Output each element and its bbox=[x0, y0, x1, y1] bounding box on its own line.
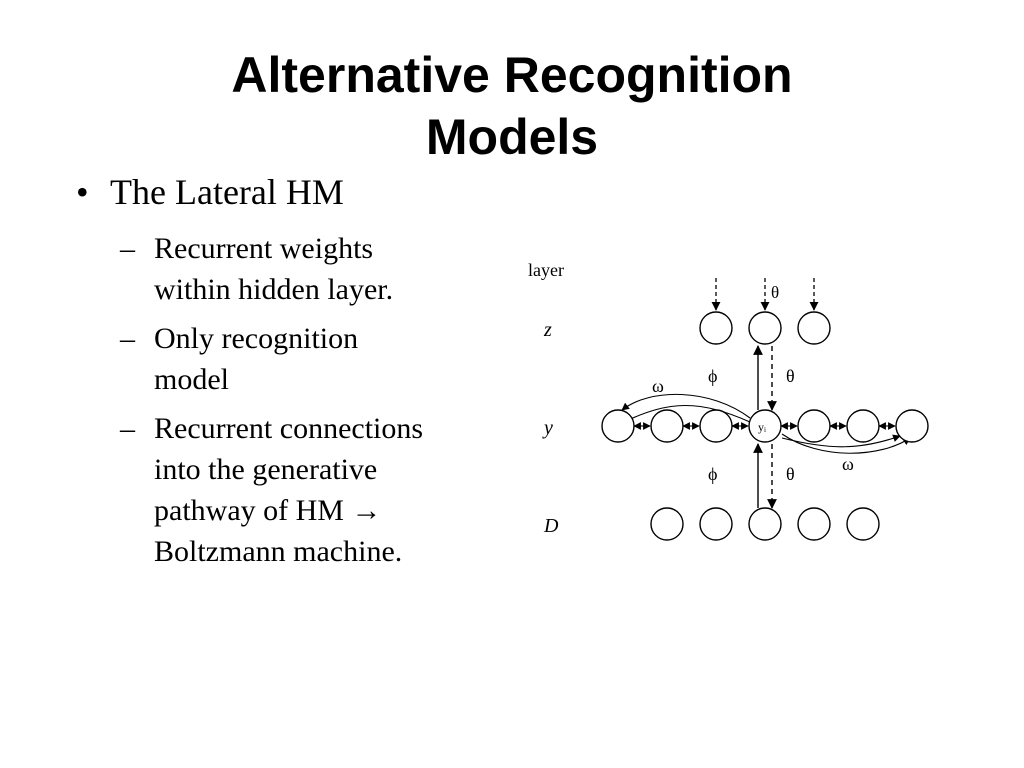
y-unit bbox=[846, 409, 880, 443]
title-line-2: Models bbox=[425, 109, 599, 165]
phi-upper-label: ϕ bbox=[708, 366, 717, 386]
main-bullet-text: The Lateral HM bbox=[110, 172, 344, 212]
z-layer-inputs bbox=[711, 278, 819, 311]
z-unit bbox=[797, 311, 831, 345]
y-unit-center bbox=[748, 409, 782, 443]
d-unit bbox=[797, 507, 831, 541]
theta-upper-label: θ bbox=[786, 366, 795, 386]
y-unit bbox=[601, 409, 635, 443]
bullet-marker: • bbox=[76, 172, 89, 212]
subbullet-2: – Only recognition model bbox=[120, 318, 500, 400]
d-unit bbox=[650, 507, 684, 541]
theta-top-label: θ bbox=[771, 283, 779, 302]
center-unit-label: yᵢ bbox=[758, 420, 766, 434]
dash-marker: – bbox=[120, 412, 135, 445]
title-line-1: Alternative Recognition bbox=[231, 47, 793, 103]
y-d-connections bbox=[753, 443, 777, 509]
y-layer-units bbox=[601, 409, 929, 443]
y-unit bbox=[895, 409, 929, 443]
dash-marker: – bbox=[120, 232, 135, 265]
z-unit bbox=[748, 311, 782, 345]
subbullet-1-line-2: within hidden layer. bbox=[154, 273, 394, 306]
d-unit bbox=[699, 507, 733, 541]
phi-lower-label: ϕ bbox=[708, 464, 717, 484]
subbullet-3: – Recurrent connections into the generat… bbox=[120, 408, 500, 572]
slide-title: Alternative Recognition Models bbox=[0, 44, 1024, 168]
layer-header: layer bbox=[528, 260, 564, 280]
lateral-connections bbox=[621, 393, 911, 454]
omega-left-label: ω bbox=[652, 376, 664, 396]
y-unit bbox=[797, 409, 831, 443]
lateral-hm-diagram: layer z y D θ ϕ θ ω ω bbox=[528, 260, 929, 541]
d-layer-units bbox=[650, 507, 880, 541]
subbullet-1-line-1: Recurrent weights bbox=[154, 232, 374, 265]
row-label-y: y bbox=[542, 417, 553, 439]
subbullet-list: – Recurrent weights within hidden layer.… bbox=[120, 228, 500, 580]
y-unit bbox=[650, 409, 684, 443]
z-y-connections bbox=[753, 345, 777, 411]
omega-right-label: ω bbox=[842, 454, 854, 474]
dash-marker: – bbox=[120, 322, 135, 355]
z-unit bbox=[699, 311, 733, 345]
row-label-d: D bbox=[543, 515, 559, 537]
subbullet-1: – Recurrent weights within hidden layer. bbox=[120, 228, 500, 310]
theta-lower-label: θ bbox=[786, 464, 795, 484]
d-unit bbox=[846, 507, 880, 541]
subbullet-3-line-4: Boltzmann machine. bbox=[154, 535, 403, 568]
subbullet-3-line-3: pathway of HM → bbox=[154, 494, 382, 527]
main-bullet: • The Lateral HM bbox=[76, 172, 344, 212]
subbullet-2-line-2: model bbox=[154, 363, 229, 396]
row-label-z: z bbox=[543, 319, 552, 341]
y-unit bbox=[699, 409, 733, 443]
subbullet-2-line-1: Only recognition bbox=[154, 322, 359, 355]
z-layer-units bbox=[699, 311, 831, 345]
d-unit bbox=[748, 507, 782, 541]
subbullet-3-line-2: into the generative bbox=[154, 453, 378, 486]
subbullet-3-line-1: Recurrent connections bbox=[154, 412, 424, 445]
